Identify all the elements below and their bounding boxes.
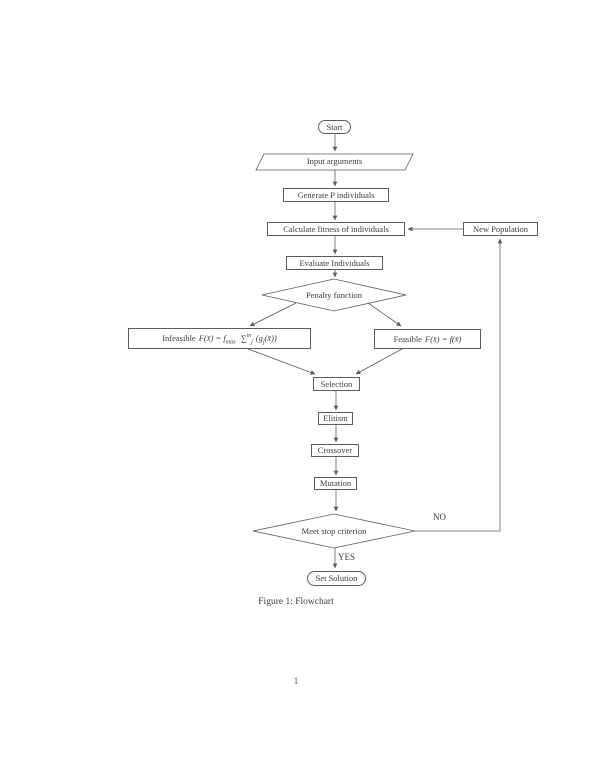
formula-part: max <box>225 339 236 346</box>
formula-part: Feasible <box>393 333 422 344</box>
node-input-arguments-label: Input arguments <box>306 156 363 166</box>
node-mutation: Mutation <box>314 477 357 490</box>
edge-stop-no-newpopulation <box>415 238 503 532</box>
node-stop-criterion-label: Meet stop criterion <box>301 526 367 536</box>
formula-part: Infeasible <box>162 333 196 344</box>
edge-penalty-infeasible <box>249 302 297 327</box>
node-selection: Selection <box>313 377 360 391</box>
edge-penalty-feasible <box>367 302 402 327</box>
summation-symbol: ∑ <box>240 333 247 344</box>
page-number: 1 <box>293 676 299 686</box>
shape-penalty-diamond <box>261 278 407 312</box>
formula-part: (x̄)) <box>264 333 277 344</box>
node-penalty-function-label: Penalty function <box>306 290 362 300</box>
node-new-population: New Population <box>463 222 538 236</box>
node-start: Start <box>318 120 351 134</box>
edge-feasible-selection <box>355 348 403 375</box>
formula-part: F(x̄) = f <box>198 333 226 344</box>
node-crossover: Crossover <box>311 444 359 457</box>
figure-caption: Figure 1: Flowchart <box>258 597 334 607</box>
edge-label-yes: YES <box>338 552 356 562</box>
formula-part: j <box>262 339 265 346</box>
node-calculate-fitness: Calculate fitness of individuals <box>267 222 405 236</box>
formula-part: j <box>251 339 253 346</box>
formula-part: F(x̄) = f(x̄) <box>424 333 462 344</box>
node-elitism: Elitism <box>318 412 353 425</box>
edge-label-no: NO <box>433 512 446 522</box>
formula-part: (g <box>255 333 263 344</box>
node-evaluate-individuals: Evaluate Individuals <box>286 256 383 270</box>
formula-part: m <box>246 333 252 340</box>
shape-input-parallelogram <box>255 153 414 171</box>
edge-infeasible-selection <box>247 348 316 375</box>
node-generate-individuals: Generate P individuals <box>283 188 389 202</box>
node-set-solution: Set Solution <box>307 571 366 586</box>
